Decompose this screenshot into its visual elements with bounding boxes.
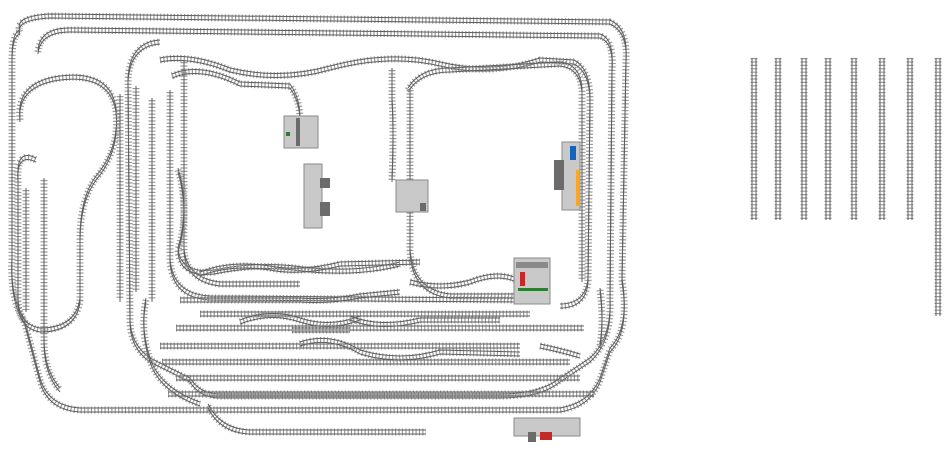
track-run[interactable] [174,167,401,277]
track-run[interactable] [168,390,594,398]
track-run[interactable] [162,358,570,366]
track-run[interactable] [180,60,300,288]
track-run[interactable] [198,258,421,278]
loose-straight-track[interactable] [824,58,832,220]
track-run[interactable] [40,178,63,393]
track-run[interactable] [539,342,582,360]
platform-icon[interactable] [513,417,581,442]
loose-straight-track[interactable] [934,58,942,316]
track-run[interactable] [140,297,202,408]
loose-straight-track[interactable] [750,58,758,220]
loose-straight-track[interactable] [878,58,886,220]
track-run[interactable] [204,403,426,436]
loose-straight-track[interactable] [906,58,914,220]
track-run[interactable] [180,288,401,304]
loose-straight-track[interactable] [800,58,808,220]
track-run[interactable] [292,326,350,334]
factory-icon[interactable] [513,257,551,305]
track-run[interactable] [159,54,594,310]
signal-box-icon[interactable] [283,115,319,149]
track-run[interactable] [170,68,304,123]
track-run[interactable] [14,73,121,334]
track-run[interactable] [348,314,500,329]
track-run[interactable] [409,272,522,290]
loose-track-pieces [750,58,942,316]
track-run[interactable] [596,287,606,349]
loose-straight-track[interactable] [774,58,782,220]
crossing-icon[interactable] [395,179,429,213]
track-run[interactable] [34,26,616,400]
track-network [8,12,630,436]
depot-icon[interactable] [303,163,330,229]
loose-straight-track[interactable] [850,58,858,220]
track-run[interactable] [298,336,521,362]
track-run[interactable] [238,312,362,328]
track-run[interactable] [388,68,397,183]
track-run[interactable] [200,310,530,318]
track-run[interactable] [404,60,586,282]
track-run[interactable] [176,374,580,382]
station-icon[interactable] [554,141,581,211]
